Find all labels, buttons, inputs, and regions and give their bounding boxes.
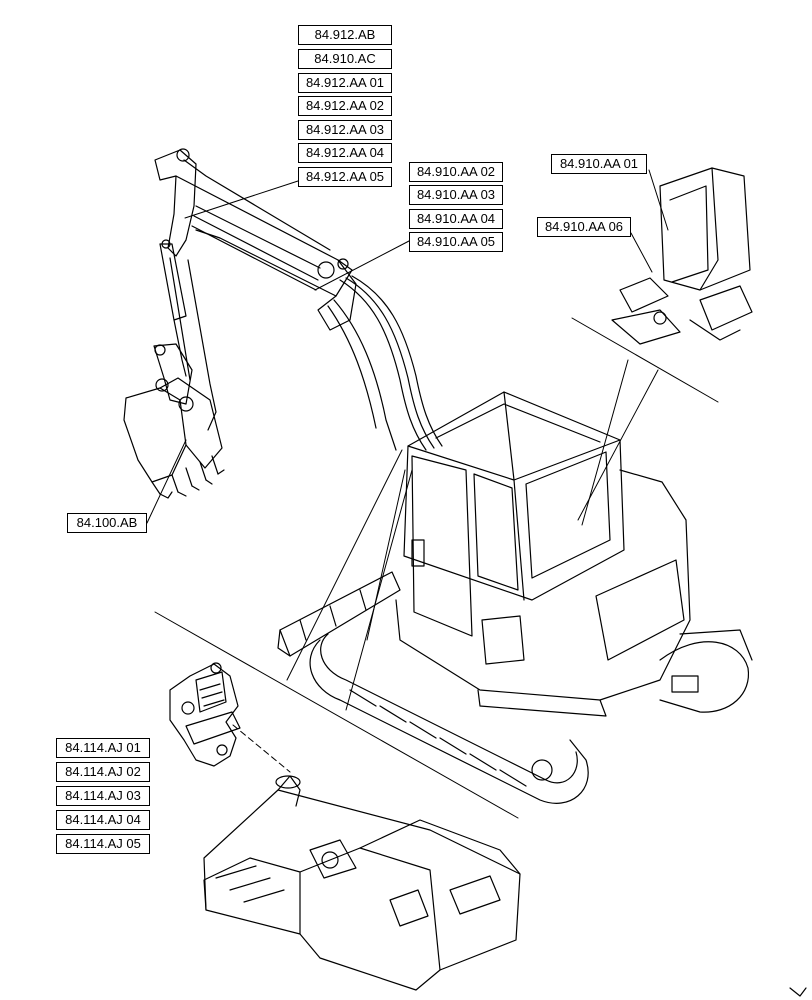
arm-cylinder <box>159 239 187 377</box>
hydraulic-hoses <box>327 275 443 451</box>
bucket <box>123 343 225 499</box>
label-84-912-ab[interactable]: 84.912.AB <box>298 25 392 45</box>
label-84-910-aa-01[interactable]: 84.910.AA 01 <box>551 154 647 174</box>
label-84-114-aj-01[interactable]: 84.114.AJ 01 <box>56 738 150 758</box>
corner-mark <box>789 987 807 997</box>
label-84-910-ac[interactable]: 84.910.AC <box>298 49 392 69</box>
label-84-114-aj-02[interactable]: 84.114.AJ 02 <box>56 762 150 782</box>
label-84-912-aa-02[interactable]: 84.912.AA 02 <box>298 96 392 116</box>
undercarriage-tracks <box>309 629 753 804</box>
label-84-114-aj-04[interactable]: 84.114.AJ 04 <box>56 810 150 830</box>
cab <box>403 391 625 637</box>
cab-interior-inset <box>611 167 753 345</box>
label-84-912-aa-05[interactable]: 84.912.AA 05 <box>298 167 392 187</box>
label-84-912-aa-04[interactable]: 84.912.AA 04 <box>298 143 392 163</box>
upper-body <box>395 469 691 717</box>
label-84-912-aa-03[interactable]: 84.912.AA 03 <box>298 120 392 140</box>
label-84-910-aa-04[interactable]: 84.910.AA 04 <box>409 209 503 229</box>
leader-lines <box>146 169 719 819</box>
upper-frame <box>203 775 521 991</box>
dozer-blade <box>277 571 401 657</box>
label-84-912-aa-01[interactable]: 84.912.AA 01 <box>298 73 392 93</box>
swing-bracket <box>169 662 241 767</box>
label-84-910-aa-02[interactable]: 84.910.AA 02 <box>409 162 503 182</box>
label-84-114-aj-05[interactable]: 84.114.AJ 05 <box>56 834 150 854</box>
label-84-910-aa-05[interactable]: 84.910.AA 05 <box>409 232 503 252</box>
boom <box>154 148 357 431</box>
label-84-100-ab[interactable]: 84.100.AB <box>67 513 147 533</box>
label-84-114-aj-03[interactable]: 84.114.AJ 03 <box>56 786 150 806</box>
label-84-910-aa-06[interactable]: 84.910.AA 06 <box>537 217 631 237</box>
label-84-910-aa-03[interactable]: 84.910.AA 03 <box>409 185 503 205</box>
